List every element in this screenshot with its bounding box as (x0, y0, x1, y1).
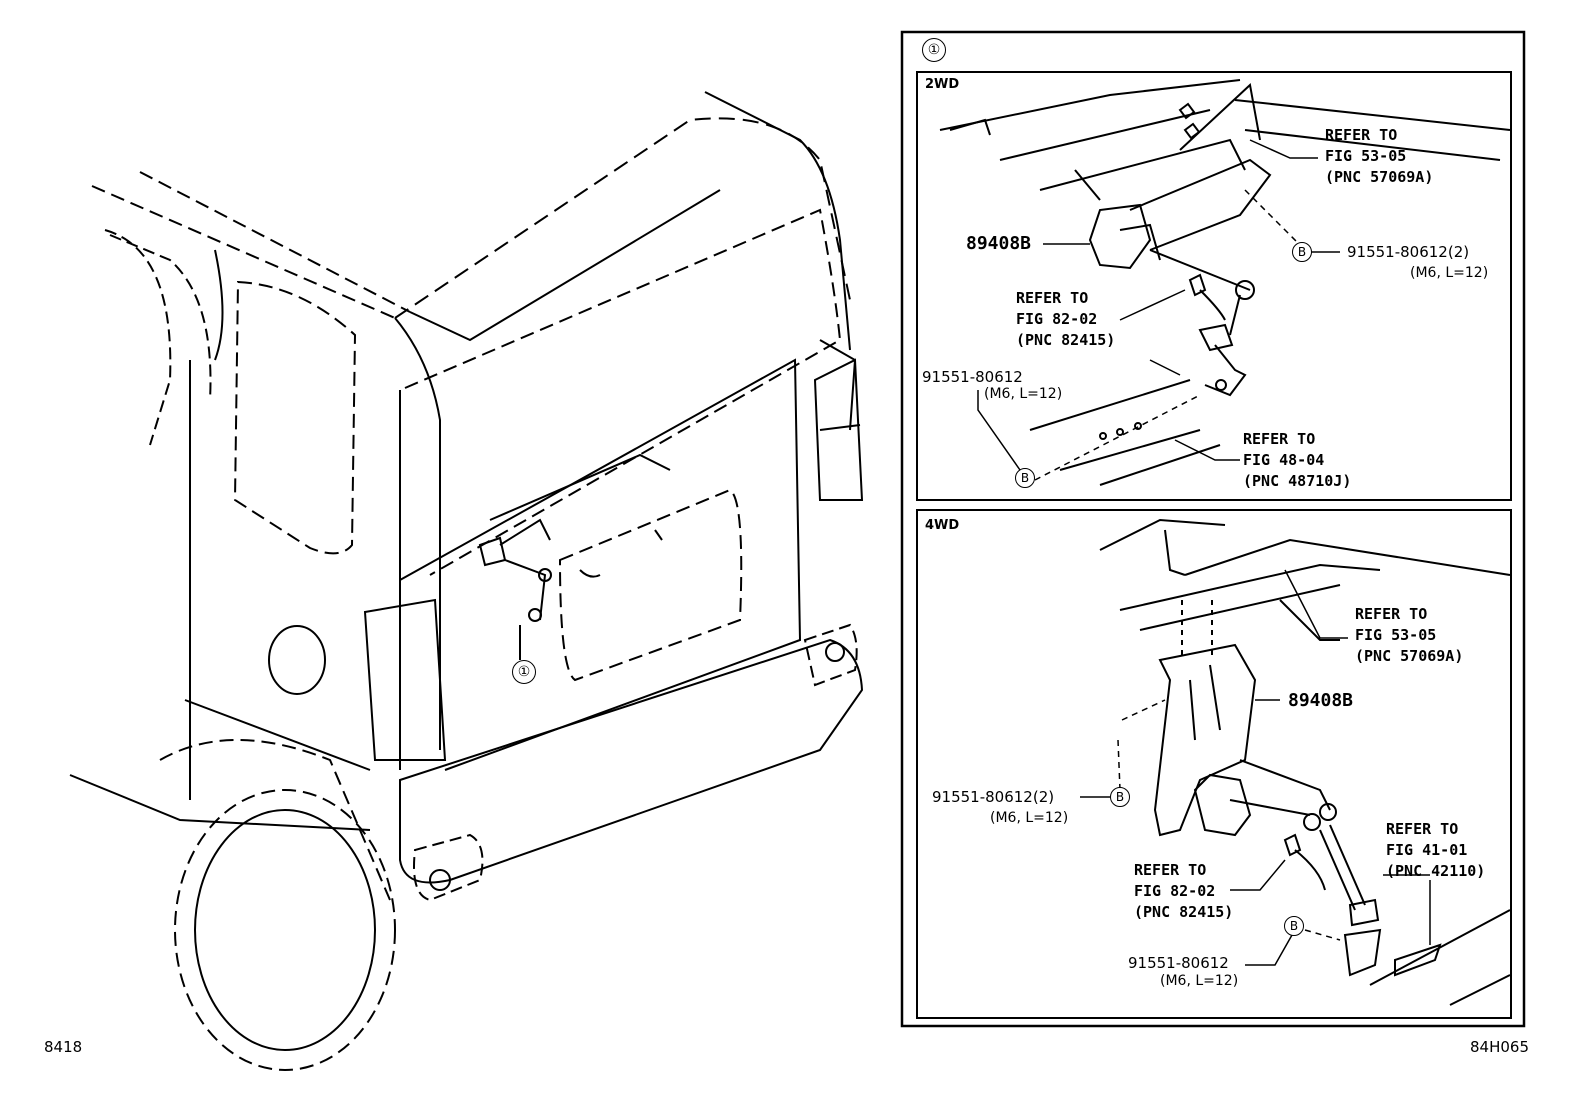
part-91551-80612-2-2wd[interactable]: 91551-80612(2) (1347, 243, 1470, 261)
ref-fig-82-02-4wd[interactable]: REFER TO FIG 82-02 (PNC 82415) (1134, 860, 1233, 923)
bolt-marker-b-4wd-bottom: B (1284, 916, 1304, 936)
panel-title-2wd: 2WD (925, 77, 960, 92)
callout-1-on-vehicle[interactable]: ① (512, 660, 536, 684)
ref-line: (PNC 42110) (1386, 862, 1486, 880)
ref-line: (PNC 57069A) (1355, 647, 1464, 665)
spec-m6-l12-4wd-bottom: (M6, L=12) (1160, 973, 1239, 989)
ref-line: REFER TO (1386, 820, 1459, 838)
part-91551-80612-2-4wd[interactable]: 91551-80612(2) (932, 788, 1055, 806)
part-91551-80612-4wd[interactable]: 91551-80612 (1128, 954, 1229, 972)
bolt-marker-b-4wd-left: B (1110, 787, 1130, 807)
diagram-code-left: 8418 (44, 1038, 83, 1056)
ref-line: FIG 53-05 (1355, 626, 1437, 644)
spec-m6-l12-4wd-left: (M6, L=12) (990, 810, 1069, 826)
ref-line: REFER TO (1355, 605, 1428, 623)
ref-line: FIG 41-01 (1386, 841, 1468, 859)
ref-line: REFER TO (1243, 430, 1316, 448)
ref-fig-53-05-2wd[interactable]: REFER TO FIG 53-05 (PNC 57069A) (1325, 125, 1433, 188)
ref-line: FIG 53-05 (1325, 147, 1407, 165)
spec-m6-l12-2wd-left: (M6, L=12) (984, 386, 1063, 402)
ref-fig-41-01-4wd[interactable]: REFER TO FIG 41-01 (PNC 42110) (1386, 819, 1485, 882)
part-91551-80612-2wd[interactable]: 91551-80612 (922, 368, 1023, 386)
ref-line: (PNC 82415) (1134, 903, 1234, 921)
callout-1-panel-header: ① (922, 38, 946, 62)
ref-line: FIG 82-02 (1016, 310, 1098, 328)
ref-fig-53-05-4wd[interactable]: REFER TO FIG 53-05 (PNC 57069A) (1355, 604, 1463, 667)
diagram-code-right: 84H065 (1470, 1038, 1529, 1056)
ref-line: REFER TO (1016, 289, 1089, 307)
ref-line: (PNC 48710J) (1243, 472, 1352, 490)
ref-line: (PNC 82415) (1016, 331, 1116, 349)
ref-line: REFER TO (1134, 861, 1207, 879)
bolt-marker-b-2wd-left: B (1015, 468, 1035, 488)
ref-line: FIG 48-04 (1243, 451, 1325, 469)
part-89408B-4wd[interactable]: 89408B (1288, 690, 1354, 711)
spec-m6-l12-2wd-right: (M6, L=12) (1410, 265, 1489, 281)
ref-fig-48-04-2wd[interactable]: REFER TO FIG 48-04 (PNC 48710J) (1243, 429, 1351, 492)
ref-line: (PNC 57069A) (1325, 168, 1434, 186)
bolt-marker-b-2wd-right: B (1292, 242, 1312, 262)
ref-line: FIG 82-02 (1134, 882, 1216, 900)
ref-fig-82-02-2wd[interactable]: REFER TO FIG 82-02 (PNC 82415) (1016, 288, 1115, 351)
panel-title-4wd: 4WD (925, 518, 960, 533)
part-89408B-2wd[interactable]: 89408B (966, 233, 1032, 254)
ref-line: REFER TO (1325, 126, 1398, 144)
